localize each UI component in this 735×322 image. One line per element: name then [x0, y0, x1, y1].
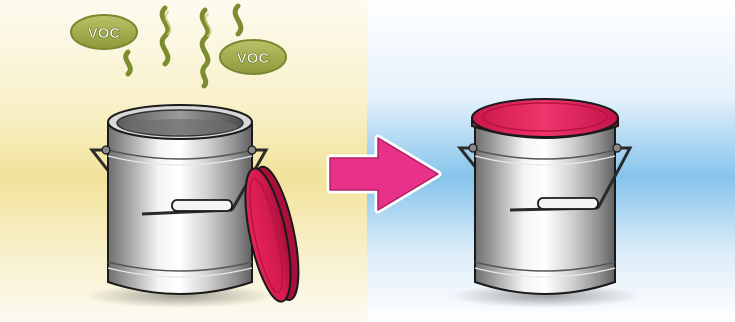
voc-label-1: VOC	[88, 25, 121, 42]
voc-badge-2: VOC	[220, 40, 286, 74]
voc-badge-1: VOC	[71, 15, 137, 49]
voc-label-2: VOC	[237, 50, 270, 67]
closed-lid	[472, 99, 618, 138]
closed-paint-can	[450, 122, 640, 308]
